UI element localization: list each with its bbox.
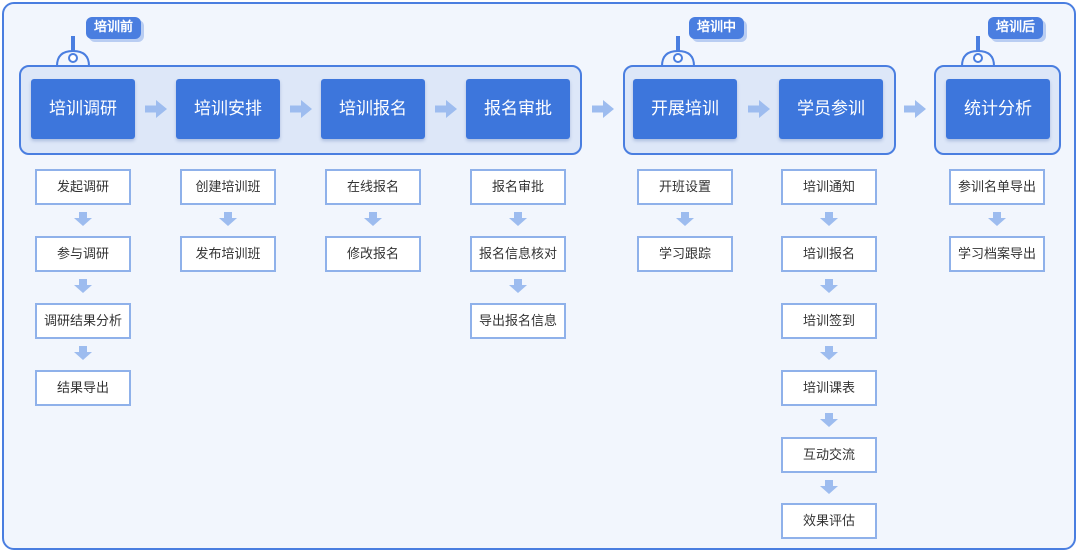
arrow-down xyxy=(988,212,1006,226)
arrow-down xyxy=(219,212,237,226)
step-effect-evaluation[interactable]: 效果评估 xyxy=(781,503,877,539)
arrow-right xyxy=(435,100,457,118)
step-join-survey[interactable]: 参与调研 xyxy=(35,236,131,272)
stage-training-research[interactable]: 培训调研 xyxy=(31,79,135,139)
arrow-right xyxy=(290,100,312,118)
stage-training-registration[interactable]: 培训报名 xyxy=(321,79,425,139)
step-publish-class[interactable]: 发布培训班 xyxy=(180,236,276,272)
step-survey-analysis[interactable]: 调研结果分析 xyxy=(35,303,131,339)
step-interaction[interactable]: 互动交流 xyxy=(781,437,877,473)
step-training-schedule[interactable]: 培训课表 xyxy=(781,370,877,406)
arrow-down xyxy=(820,413,838,427)
arrow-right xyxy=(145,100,167,118)
step-training-notice[interactable]: 培训通知 xyxy=(781,169,877,205)
arrow-down xyxy=(364,212,382,226)
step-verify-registration-info[interactable]: 报名信息核对 xyxy=(470,236,566,272)
step-class-settings[interactable]: 开班设置 xyxy=(637,169,733,205)
phase-tag-before: 培训前 xyxy=(86,17,142,39)
arrow-down xyxy=(509,212,527,226)
arrow-down xyxy=(74,212,92,226)
tag-hanger-during xyxy=(661,35,695,67)
step-training-signup[interactable]: 培训报名 xyxy=(781,236,877,272)
arrow-right xyxy=(592,100,614,118)
step-training-checkin[interactable]: 培训签到 xyxy=(781,303,877,339)
step-export-results[interactable]: 结果导出 xyxy=(35,370,131,406)
step-online-registration[interactable]: 在线报名 xyxy=(325,169,421,205)
step-export-registration-info[interactable]: 导出报名信息 xyxy=(470,303,566,339)
arrow-down xyxy=(74,279,92,293)
step-create-class[interactable]: 创建培训班 xyxy=(180,169,276,205)
phase-tag-after: 培训后 xyxy=(988,17,1044,39)
phase-tag-during: 培训中 xyxy=(689,17,745,39)
stage-trainee-participation[interactable]: 学员参训 xyxy=(779,79,883,139)
arrow-down xyxy=(509,279,527,293)
arrow-down xyxy=(676,212,694,226)
step-learning-tracking[interactable]: 学习跟踪 xyxy=(637,236,733,272)
arrow-down xyxy=(820,480,838,494)
step-export-learning-archive[interactable]: 学习档案导出 xyxy=(949,236,1045,272)
stage-training-arrangement[interactable]: 培训安排 xyxy=(176,79,280,139)
arrow-right xyxy=(904,100,926,118)
arrow-down xyxy=(820,212,838,226)
tag-hanger-after xyxy=(961,35,995,67)
step-export-attendee-list[interactable]: 参训名单导出 xyxy=(949,169,1045,205)
step-initiate-survey[interactable]: 发起调研 xyxy=(35,169,131,205)
tag-hanger-before xyxy=(56,35,90,67)
stage-conduct-training[interactable]: 开展培训 xyxy=(633,79,737,139)
stage-statistical-analysis[interactable]: 统计分析 xyxy=(946,79,1050,139)
arrow-down xyxy=(820,346,838,360)
stage-registration-approval[interactable]: 报名审批 xyxy=(466,79,570,139)
arrow-down xyxy=(74,346,92,360)
arrow-down xyxy=(820,279,838,293)
step-modify-registration[interactable]: 修改报名 xyxy=(325,236,421,272)
arrow-right xyxy=(748,100,770,118)
step-approve-registration[interactable]: 报名审批 xyxy=(470,169,566,205)
